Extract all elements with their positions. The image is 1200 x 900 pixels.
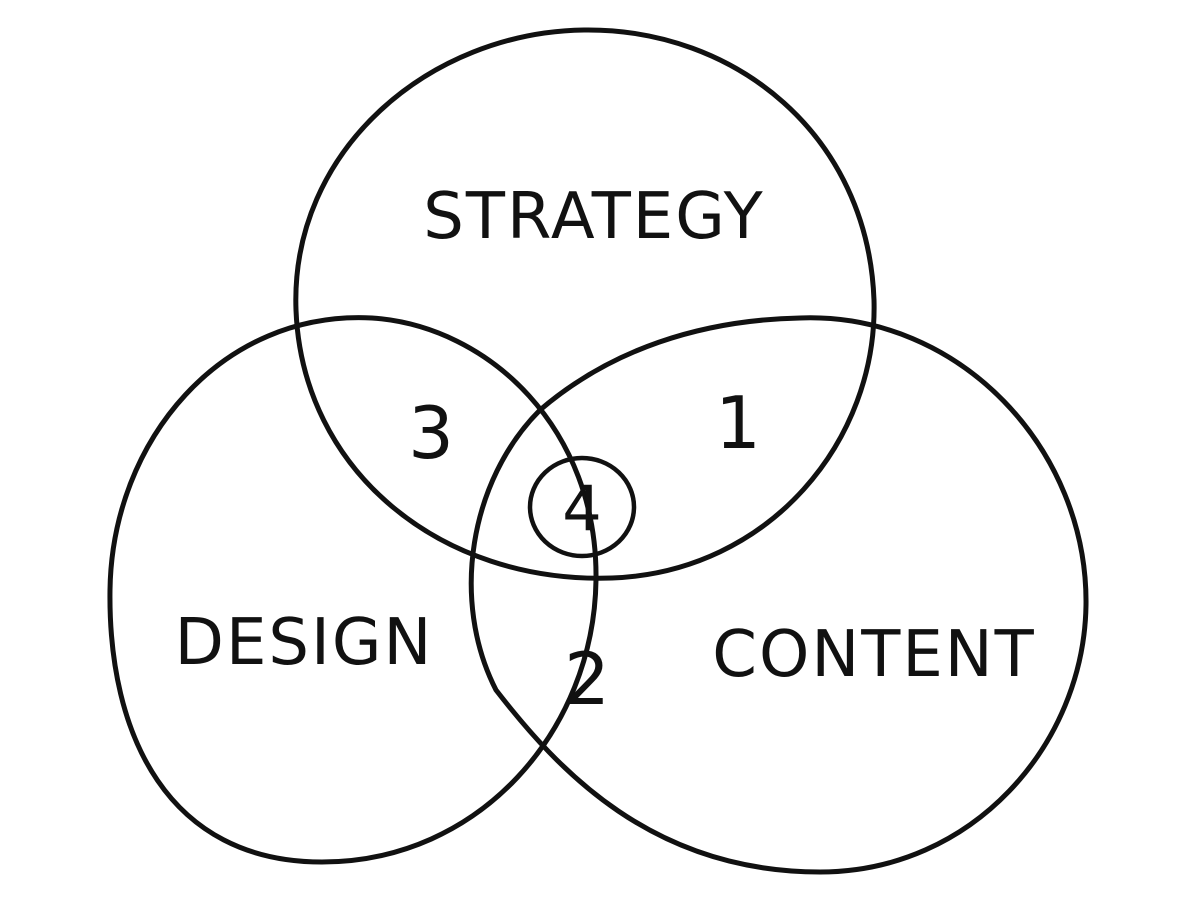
content-label: CONTENT <box>712 618 1035 692</box>
design-circle <box>107 315 599 865</box>
content-circle <box>468 315 1089 875</box>
strategy-circle <box>293 27 877 581</box>
region-strategy-content-label: 1 <box>715 381 761 465</box>
region-strategy-design-label: 3 <box>408 391 454 475</box>
design-label: DESIGN <box>175 606 434 680</box>
center-badge <box>527 455 637 559</box>
strategy-label: STRATEGY <box>423 180 764 254</box>
region-design-content-label: 2 <box>564 637 610 721</box>
region-all-label: 4 <box>562 472 601 545</box>
